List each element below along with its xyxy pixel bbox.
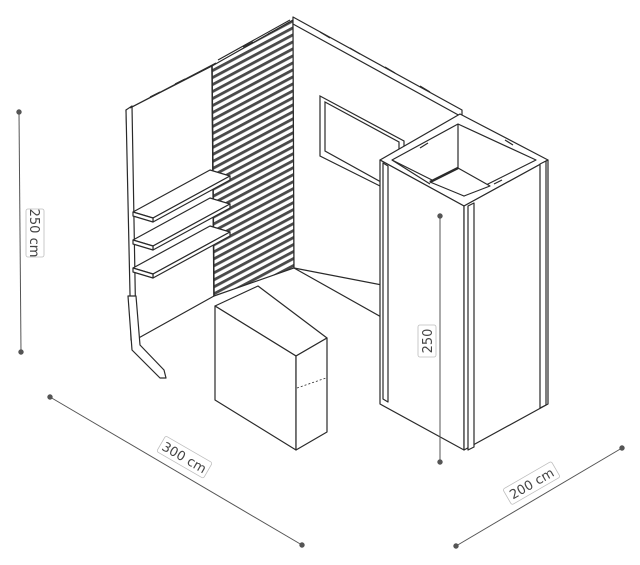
dimension-lines <box>16 109 625 549</box>
depth-label: 200 cm <box>503 461 560 505</box>
cabin-height-text: 250 <box>421 329 436 354</box>
left-panel-foot <box>127 295 167 379</box>
frame-connectors <box>149 28 431 98</box>
height-left-text: 250 cm <box>26 209 41 258</box>
height-left-label: 250 cm <box>25 208 45 258</box>
shelves <box>132 169 231 279</box>
cabin-height-label: 250 <box>417 324 437 358</box>
storage-cabin <box>379 113 549 451</box>
slatwall-panel <box>211 18 295 297</box>
counter <box>214 285 328 451</box>
width-label: 300 cm <box>156 436 213 479</box>
